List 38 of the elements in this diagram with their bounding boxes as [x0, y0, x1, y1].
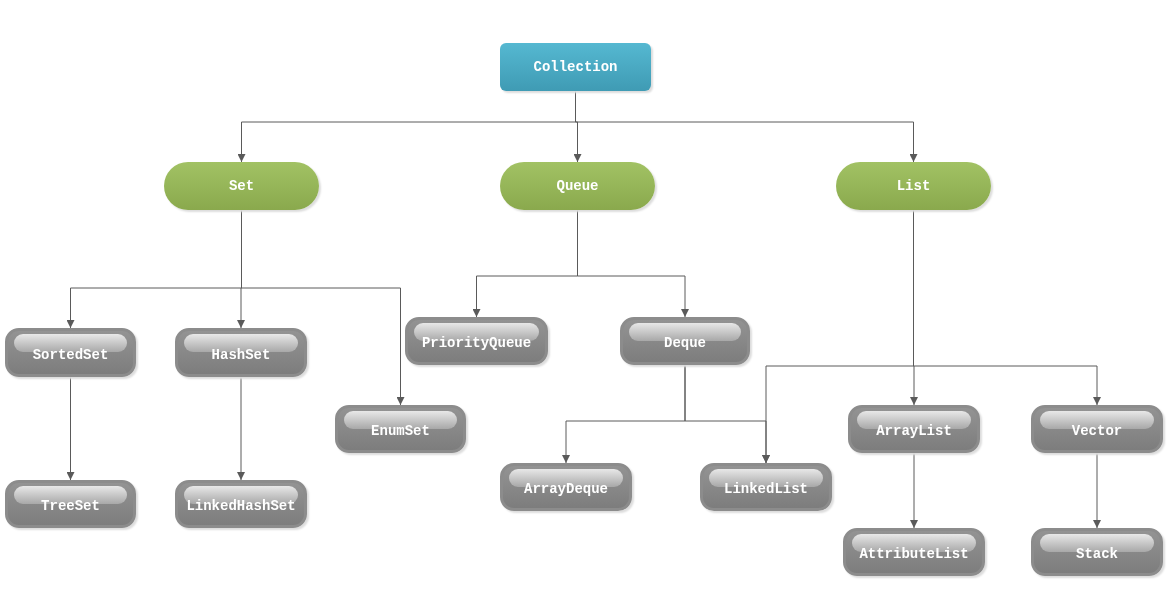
connector-arrow	[1093, 452, 1101, 529]
class-box	[335, 405, 466, 453]
class-box	[500, 463, 632, 511]
node-label: Stack	[1076, 546, 1118, 562]
node-label: LinkedHashSet	[186, 498, 296, 514]
interface-pill	[500, 162, 655, 210]
interface-pill	[164, 162, 319, 210]
node-label: Set	[228, 178, 255, 194]
class-box	[405, 317, 548, 365]
node-label: TreeSet	[41, 498, 100, 514]
node-label: EnumSet	[371, 423, 430, 439]
node-label: AttributeList	[859, 546, 969, 562]
class-box	[620, 317, 750, 365]
class-box	[1031, 528, 1163, 576]
node-label: Collection	[533, 59, 618, 75]
node-label: Deque	[664, 335, 706, 351]
node-label: LinkedList	[724, 481, 808, 497]
connector-arrow	[910, 452, 918, 529]
node-label: HashSet	[211, 346, 271, 363]
class-box	[700, 463, 832, 511]
node-label: SortedSet	[32, 346, 109, 363]
class-box	[848, 405, 980, 453]
class-box	[1031, 405, 1163, 453]
node-label: Vector	[1071, 423, 1123, 439]
class-box	[175, 328, 307, 377]
node-label: PriorityQueue	[421, 335, 532, 351]
class-box	[843, 528, 985, 576]
connector-arrow	[237, 376, 245, 481]
node-label: ArrayDeque	[524, 481, 608, 497]
interface-pill	[836, 162, 991, 210]
class-box	[5, 480, 136, 528]
node-label: ArrayList	[876, 423, 952, 439]
connector-arrow	[66, 376, 75, 481]
root-box	[500, 43, 651, 91]
node-label: Queue	[556, 178, 599, 194]
class-box	[5, 328, 136, 377]
class-box	[175, 480, 307, 528]
node-label: List	[896, 178, 931, 194]
